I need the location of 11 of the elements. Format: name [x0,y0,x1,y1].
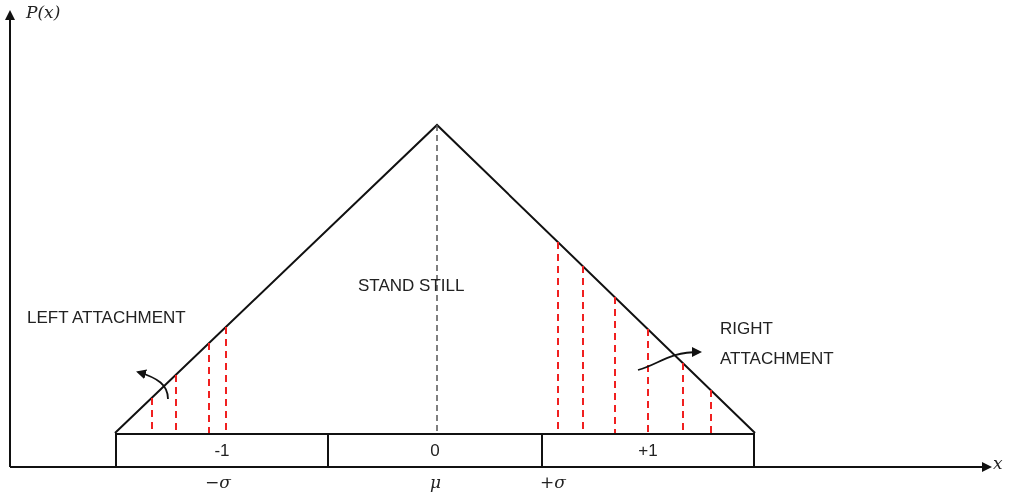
region-label: RIGHT ATTACHMENT [720,318,835,370]
tick-label: +σ [540,472,566,492]
axis-label: x [993,453,1003,473]
segment-box [115,433,329,468]
region-label: LEFT ATTACHMENT [27,308,186,328]
segment-box [327,433,543,468]
axis-label: P(x) [26,2,61,22]
tick-label: −σ [205,472,231,492]
segment-box [541,433,755,468]
region-label: STAND STILL [358,276,465,296]
tick-label: μ [430,472,442,492]
